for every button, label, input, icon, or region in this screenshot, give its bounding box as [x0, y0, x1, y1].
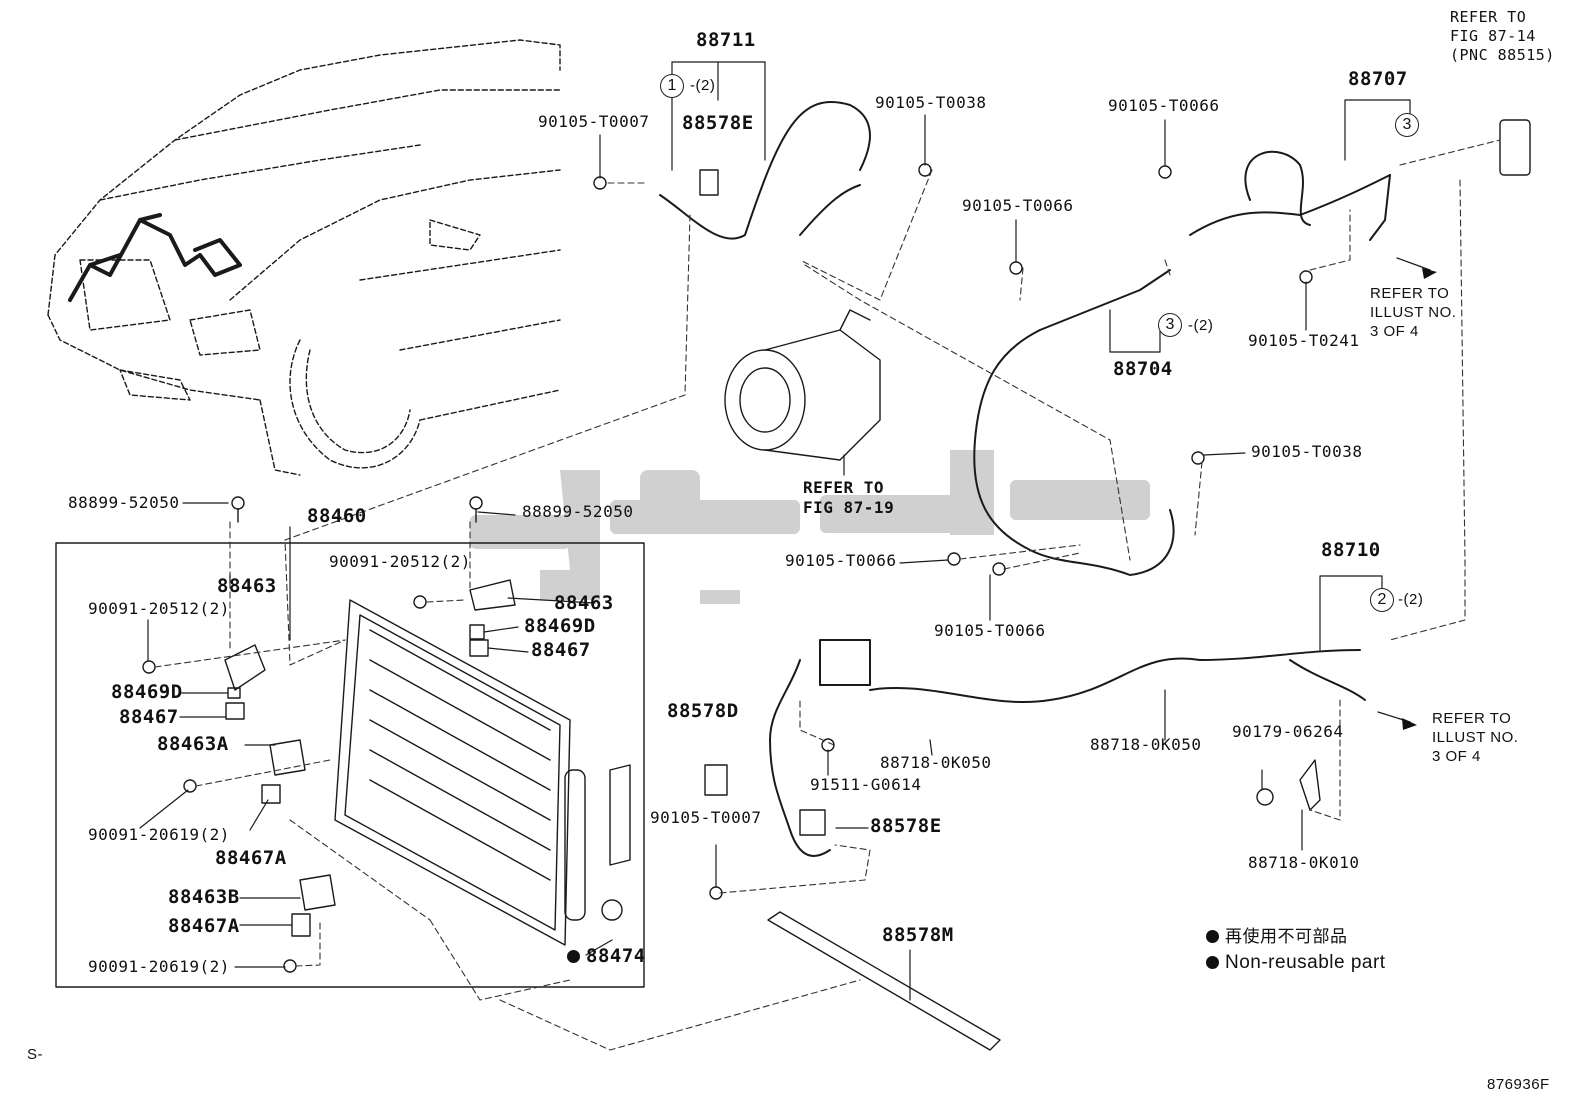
ref-line: ILLUST NO. — [1432, 729, 1519, 746]
guide-lines — [154, 139, 1501, 1051]
label-88704: 88704 — [1113, 358, 1173, 380]
legend-dot-icon — [1206, 956, 1219, 969]
reference-fig-87-14: REFER TO FIG 87-14 (PNC 88515) — [1450, 8, 1555, 65]
arrowheads — [1402, 268, 1437, 730]
condenser-assembly-box — [55, 542, 645, 988]
reference-illust-bottom: REFER TO ILLUST NO. 3 OF 4 — [1432, 709, 1518, 766]
callout-3-quantity: -(2) — [1188, 317, 1214, 334]
label-88578D: 88578D — [667, 700, 739, 722]
label-90105-T0066-d: 90105-T0066 — [934, 621, 1046, 640]
ref-line: REFER TO — [1450, 8, 1527, 26]
figure-code: 876936F — [1487, 1076, 1550, 1093]
watermark-logo — [470, 450, 1150, 604]
label-88463B: 88463B — [168, 886, 240, 908]
label-90105-T0007-top: 90105-T0007 — [538, 112, 650, 131]
expansion-valve — [1499, 119, 1531, 176]
legend-dot-icon — [1206, 930, 1219, 943]
label-88711: 88711 — [696, 29, 756, 51]
label-90091-20619-a: 90091-20619(2) — [88, 825, 230, 844]
label-88467A-a: 88467A — [215, 847, 287, 869]
callout-1-quantity: -(2) — [690, 77, 716, 94]
label-88578E-bot: 88578E — [870, 815, 942, 837]
label-88469D-left: 88469D — [111, 681, 183, 703]
label-88899-52050-right: 88899-52050 — [522, 502, 634, 521]
compressor-drawing — [724, 309, 881, 461]
label-90105-T0066-c: 90105-T0066 — [785, 551, 897, 570]
label-88460: 88460 — [307, 505, 367, 527]
ref-line: 3 OF 4 — [1370, 323, 1419, 340]
label-90105-T0038-mid: 90105-T0038 — [1251, 442, 1363, 461]
label-88710: 88710 — [1321, 539, 1381, 561]
label-88578M: 88578M — [882, 924, 954, 946]
ref-line: (PNC 88515) — [1450, 46, 1555, 64]
label-88467-right: 88467 — [531, 639, 591, 661]
label-88474-text: 88474 — [586, 945, 646, 967]
label-88467-left: 88467 — [119, 706, 179, 728]
footer-left-code: S- — [27, 1046, 43, 1063]
label-88463-right: 88463 — [554, 592, 614, 614]
vehicle-outline — [47, 39, 561, 476]
non-reusable-marker-icon — [567, 950, 580, 963]
legend-english-text: Non-reusable part — [1225, 952, 1386, 973]
condenser-drawing — [334, 599, 631, 946]
label-88467A-b: 88467A — [168, 915, 240, 937]
ref-line: ILLUST NO. — [1370, 304, 1457, 321]
ref-line: REFER TO — [1370, 285, 1450, 302]
ref-line: REFER TO — [803, 478, 885, 497]
label-90105-T0038-top: 90105-T0038 — [875, 93, 987, 112]
wiring-harness — [68, 213, 242, 302]
label-88718-0K050-b: 88718-0K050 — [1090, 735, 1202, 754]
leader-lines — [139, 61, 1431, 1001]
ref-line: REFER TO — [1432, 710, 1512, 727]
label-90105-T0066-a: 90105-T0066 — [1108, 96, 1220, 115]
legend-chinese-text: 再使用不可部品 — [1225, 927, 1348, 946]
label-88718-0K010: 88718-0K010 — [1248, 853, 1360, 872]
label-90179-06264: 90179-06264 — [1232, 722, 1344, 741]
label-88718-0K050-a: 88718-0K050 — [880, 753, 992, 772]
ref-line: 3 OF 4 — [1432, 748, 1481, 765]
callout-2-quantity: -(2) — [1398, 591, 1424, 608]
small-parts — [142, 163, 1321, 973]
callout-1: 1 — [660, 74, 684, 98]
label-90105-T0007-bot: 90105-T0007 — [650, 808, 762, 827]
label-90105-T0241: 90105-T0241 — [1248, 331, 1360, 350]
legend-chinese: 再使用不可部品 — [1206, 928, 1348, 945]
callout-2: 2 — [1370, 588, 1394, 612]
label-88474: 88474 — [567, 947, 646, 966]
label-88899-52050-left: 88899-52050 — [68, 493, 180, 512]
label-90091-20619-b: 90091-20619(2) — [88, 957, 230, 976]
reference-fig-87-19: REFER TO FIG 87-19 — [803, 478, 894, 518]
label-88463-left: 88463 — [217, 575, 277, 597]
label-90091-20512-top: 90091-20512(2) — [329, 552, 471, 571]
label-88707: 88707 — [1348, 68, 1408, 90]
label-90105-T0066-b: 90105-T0066 — [962, 196, 1074, 215]
ref-line: FIG 87-19 — [803, 498, 895, 517]
reference-illust-top: REFER TO ILLUST NO. 3 OF 4 — [1370, 284, 1456, 341]
label-90091-20512-left: 90091-20512(2) — [88, 599, 230, 618]
hose-lines — [659, 100, 1391, 857]
bar-88578M — [767, 911, 1001, 1051]
legend-english: Non-reusable part — [1206, 953, 1386, 972]
label-88578E-top: 88578E — [682, 112, 754, 134]
callout-3-top: 3 — [1395, 113, 1419, 137]
ref-line: FIG 87-14 — [1450, 27, 1536, 45]
label-88463A: 88463A — [157, 733, 229, 755]
callout-3-mid: 3 — [1158, 313, 1182, 337]
label-91511-G0614: 91511-G0614 — [810, 775, 922, 794]
label-88469D-right: 88469D — [524, 615, 596, 637]
